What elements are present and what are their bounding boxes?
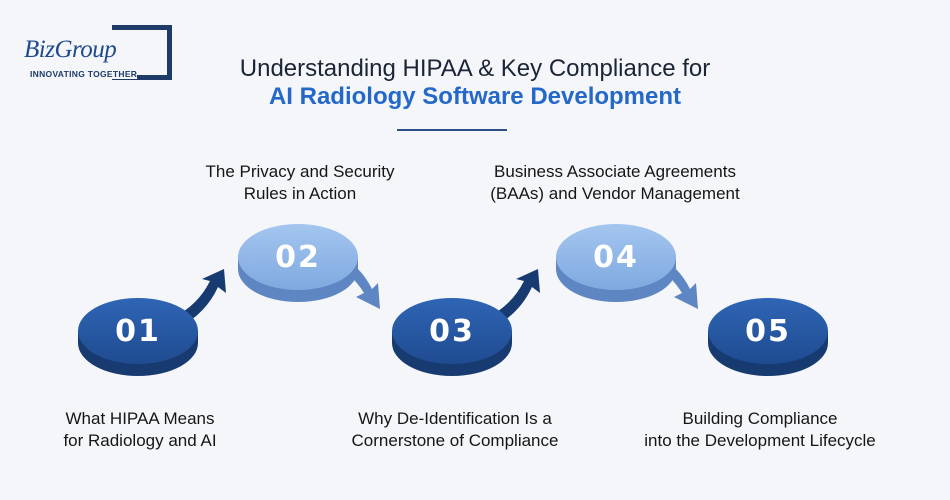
step-04-disc: 04 bbox=[556, 224, 698, 309]
step-03-disc: 03 bbox=[392, 269, 540, 376]
step-01-disc: 01 bbox=[78, 269, 226, 376]
logo-tagline: INNOVATING TOGETHER bbox=[30, 69, 138, 79]
logo-frame bbox=[112, 25, 172, 80]
step-02-disc: 02 bbox=[238, 224, 380, 309]
step-05-number: 05 bbox=[745, 314, 791, 349]
page-title-line1: Understanding HIPAA & Key Compliance for bbox=[239, 55, 711, 82]
step-04-label: Business Associate Agreements(BAAs) and … bbox=[490, 162, 740, 203]
bizgroup-logo: BizGroup INNOVATING TOGETHER bbox=[20, 22, 172, 84]
step-01-number: 01 bbox=[115, 314, 161, 349]
step-02-number: 02 bbox=[275, 240, 321, 275]
step-05-disc: 05 bbox=[708, 298, 828, 376]
step-03-number: 03 bbox=[429, 314, 475, 349]
title-divider bbox=[397, 129, 507, 131]
step-04-number: 04 bbox=[593, 240, 639, 275]
logo-brand: BizGroup bbox=[24, 36, 119, 64]
page-title-line2: AI Radiology Software Development bbox=[268, 83, 682, 110]
